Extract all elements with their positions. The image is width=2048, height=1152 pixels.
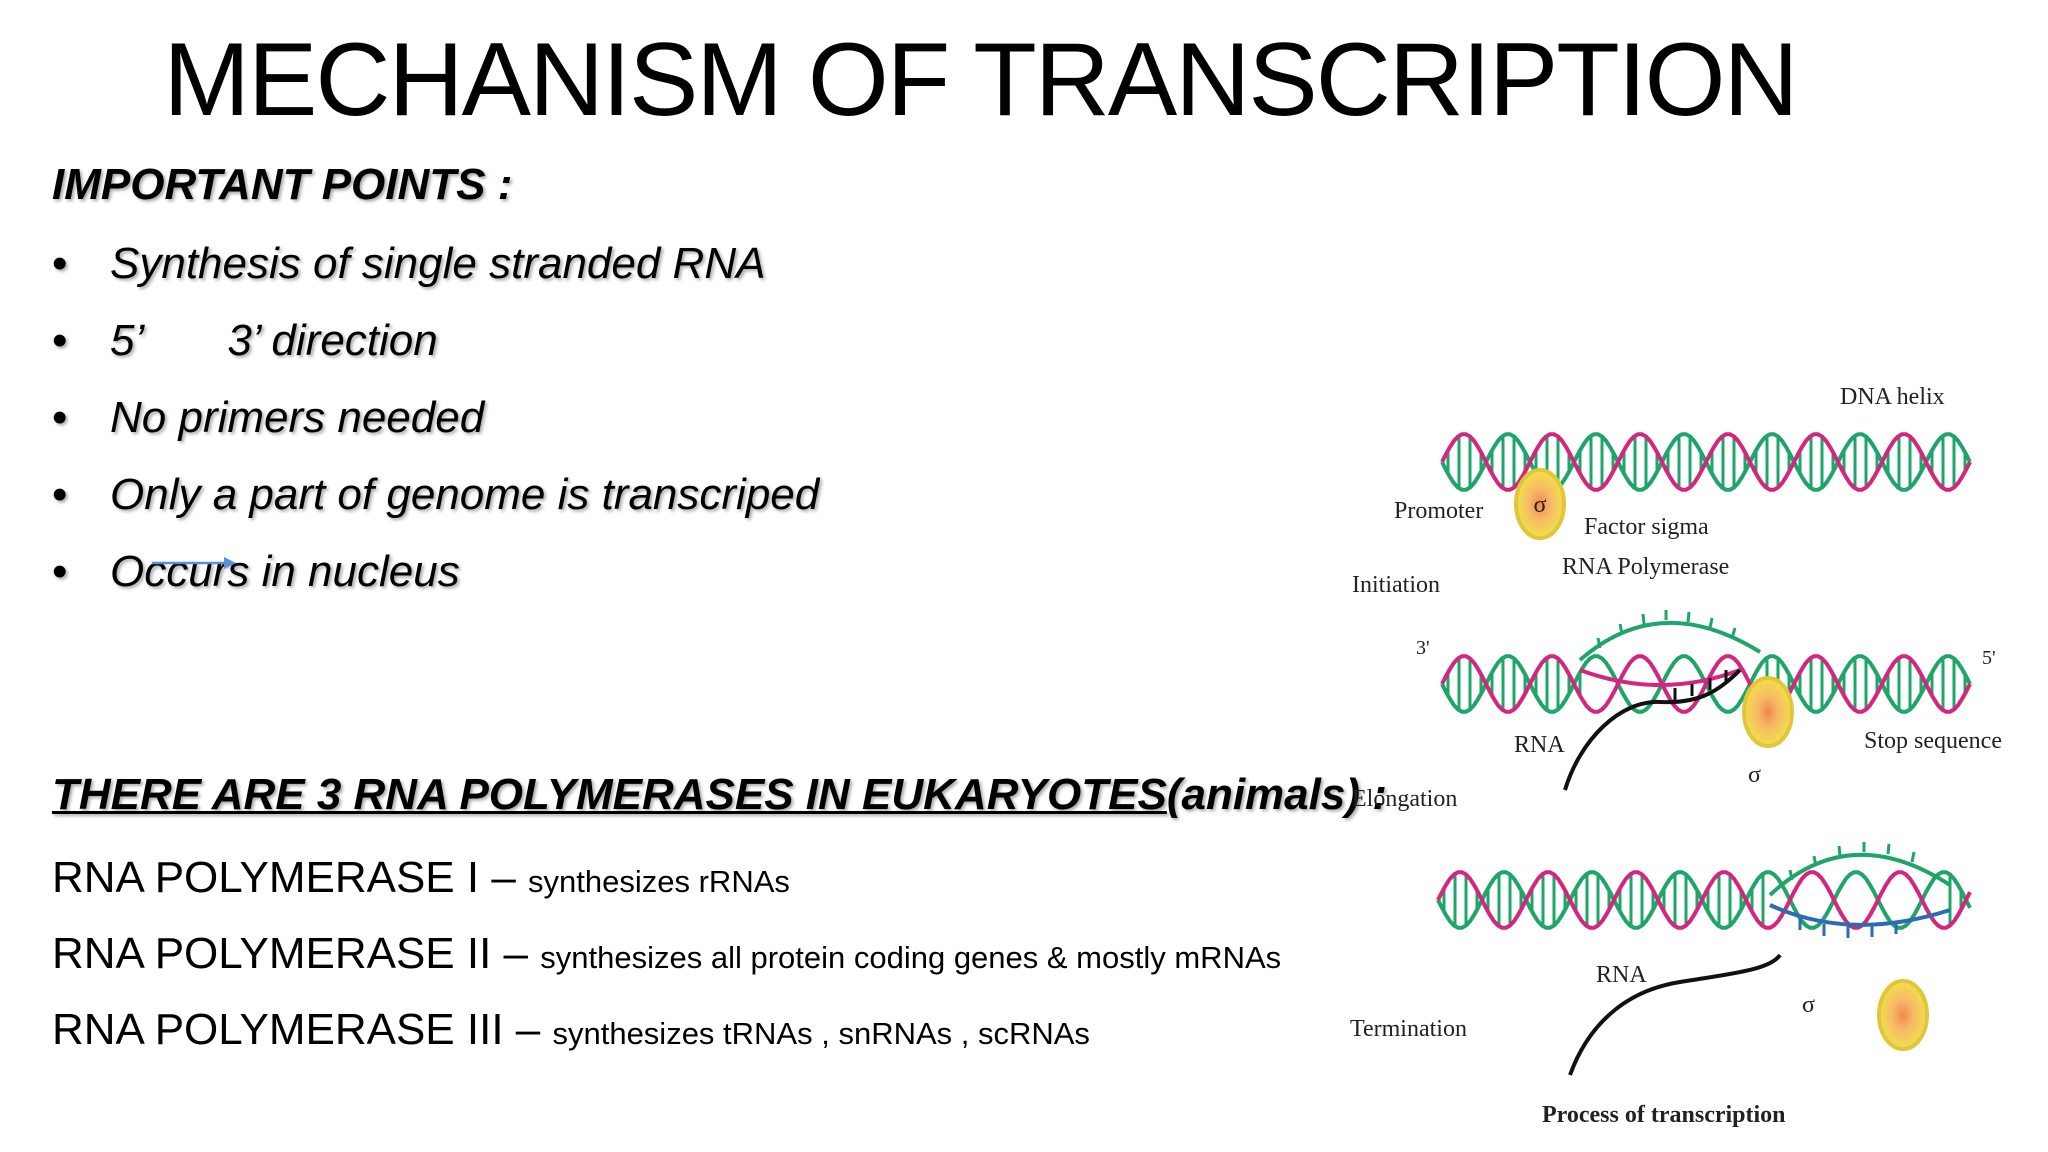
released-polymerase-icon — [1877, 979, 1929, 1051]
termination-label: Termination — [1350, 1016, 1467, 1042]
polymerase-row: RNA POLYMERASE I – synthesizes rRNAs — [52, 848, 790, 912]
three-prime-label: 3' — [1416, 637, 1430, 659]
bullet-text: 5’ 3’ direction — [110, 316, 438, 365]
bullet-glyph: • — [52, 316, 68, 365]
bullet-glyph: • — [52, 547, 68, 596]
sigma-label: σ — [1534, 492, 1547, 518]
polymerase-name: RNA POLYMERASE II – — [52, 929, 529, 978]
polymerase-heading: THERE ARE 3 RNA POLYMERASES IN EUKARYOTE… — [52, 770, 1387, 820]
promoter-label: Promoter — [1394, 498, 1483, 524]
bullet-glyph: • — [52, 393, 68, 442]
polymerase-name: RNA POLYMERASE I – — [52, 853, 516, 902]
polymerase-description: synthesizes all protein coding genes & m… — [540, 940, 1282, 975]
polymerase-description: synthesizes tRNAs , snRNAs , scRNAs — [552, 1016, 1090, 1051]
bullet-text: Occurs in nucleus — [110, 547, 460, 596]
bullet-glyph: • — [52, 239, 68, 288]
rna-polymerase-icon — [1742, 676, 1794, 748]
slide-title: MECHANISM OF TRANSCRIPTION — [163, 22, 1798, 138]
polymerase-row: RNA POLYMERASE II – synthesizes all prot… — [52, 924, 1281, 988]
bullet-text: Only a part of genome is transcriped — [110, 470, 820, 519]
released-rna-strand — [1568, 953, 1782, 1076]
polymerase-row: RNA POLYMERASE III – synthesizes tRNAs ,… — [52, 1000, 1090, 1064]
polymerase-heading-suffix: (animals) : — [1166, 770, 1387, 819]
five-prime-label: 5' — [1982, 647, 1996, 669]
factor-sigma-label: Factor sigma — [1584, 514, 1709, 540]
dna-helix-label: DNA helix — [1840, 384, 1945, 410]
rna-polymerase-label: RNA Polymerase — [1562, 554, 1729, 580]
initiation-label: Initiation — [1352, 572, 1440, 598]
bullet-text: No primers needed — [110, 393, 485, 442]
rna-label: RNA — [1514, 732, 1565, 758]
sigma-factor-icon — [1514, 468, 1566, 540]
rna-label: RNA — [1596, 962, 1647, 988]
polymerase-name: RNA POLYMERASE III – — [52, 1005, 541, 1054]
polymerase-heading-main: THERE ARE 3 RNA POLYMERASES IN EUKARYOTE… — [52, 770, 1167, 819]
arrow-icon — [152, 557, 236, 569]
elongation-helix — [1440, 610, 1972, 791]
sigma-label: σ — [1748, 762, 1761, 788]
elongation-label: Elongation — [1352, 786, 1457, 812]
termination-helix — [1436, 842, 1972, 938]
bullet-glyph: • — [52, 470, 68, 519]
diagram-caption: Process of transcription — [1542, 1102, 1786, 1128]
sigma-label: σ — [1802, 992, 1815, 1018]
polymerase-description: synthesizes rRNAs — [528, 864, 790, 899]
bullet-text: Synthesis of single stranded RNA — [110, 239, 766, 288]
important-points-heading: IMPORTANT POINTS : — [52, 160, 513, 209]
transcription-diagram: σ DNA helix Promoter Factor sigma RNA Po… — [1350, 384, 2002, 1128]
stop-sequence-label: Stop sequence — [1864, 728, 2002, 754]
